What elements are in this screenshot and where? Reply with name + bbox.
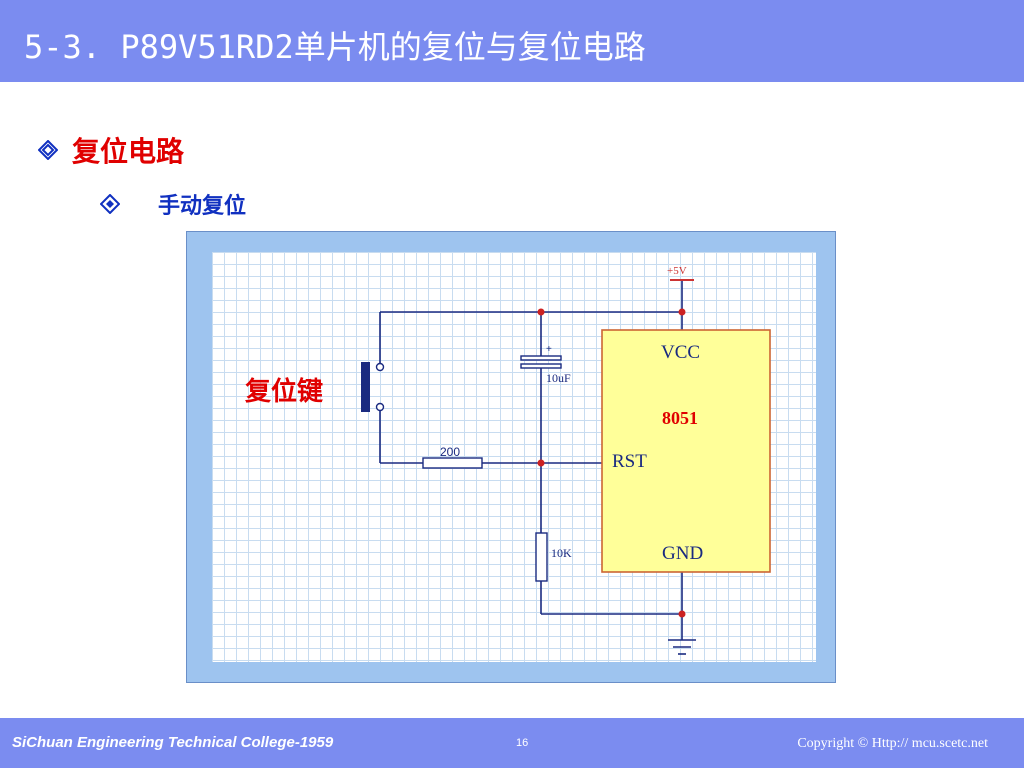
footer-college: SiChuan Engineering Technical College-19… — [12, 734, 334, 751]
switch-contact-top — [375, 362, 385, 372]
junction-top-vcc — [678, 308, 686, 316]
capacitor-plate-top — [520, 355, 562, 361]
chip-vcc-label: VCC — [661, 342, 700, 363]
slide-title: 5-3. P89V51RD2单片机的复位与复位电路 — [24, 28, 646, 66]
bullet-manual-reset: 手动复位 — [100, 188, 246, 220]
junction-gnd — [678, 610, 686, 618]
junction-top-cap — [537, 308, 545, 316]
switch-contact-bottom — [375, 402, 385, 412]
chip-8051 — [601, 329, 771, 573]
junction-rst — [537, 459, 545, 467]
capacitor-polarity: + — [546, 344, 552, 355]
bullet-label-manual-reset: 手动复位 — [158, 194, 247, 219]
chip-name-label: 8051 — [662, 408, 698, 428]
chip-rst-label: RST — [612, 451, 647, 472]
footer-page-number: 16 — [516, 737, 529, 749]
bullet-reset-circuit: 复位电路 — [38, 130, 184, 170]
switch-label: 复位键 — [245, 376, 323, 407]
resistor-200-label: 200 — [440, 445, 460, 459]
capacitor-label: 10uF — [546, 371, 571, 385]
supply-label: +5V — [667, 265, 687, 277]
chip-gnd-label: GND — [662, 543, 703, 564]
switch-actuator — [361, 362, 370, 412]
capacitor-plate-bottom — [520, 363, 562, 369]
diamond-bullet-icon — [100, 194, 120, 214]
resistor-10k-label: 10K — [551, 546, 572, 560]
resistor-10k — [535, 532, 548, 582]
slide-footer: SiChuan Engineering Technical College-19… — [0, 718, 1024, 768]
diamond-bullet-icon — [38, 140, 58, 160]
resistor-200 — [422, 457, 483, 469]
bullet-label-reset-circuit: 复位电路 — [72, 135, 185, 168]
slide-header: 5-3. P89V51RD2单片机的复位与复位电路 — [0, 0, 1024, 82]
footer-copyright: Copyright © Http:// mcu.scetc.net — [797, 736, 988, 751]
